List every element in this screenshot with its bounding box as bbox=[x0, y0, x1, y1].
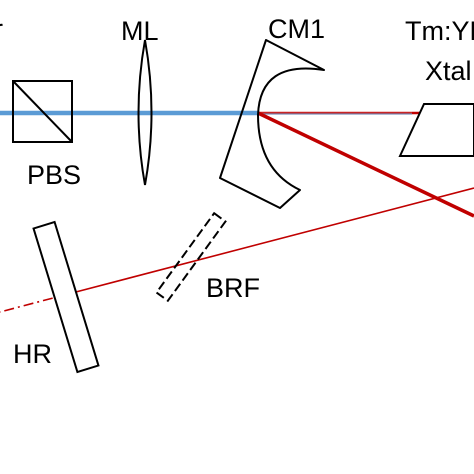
hr-mirror bbox=[32, 220, 100, 374]
cm1-mirror bbox=[219, 39, 325, 209]
hr-label: HR bbox=[13, 339, 52, 369]
brf-label: BRF bbox=[206, 273, 260, 303]
brf-plate bbox=[155, 211, 227, 303]
folded-laser-beam bbox=[257, 111, 474, 218]
output-beam bbox=[0, 292, 73, 313]
ml-label: ML bbox=[121, 16, 159, 46]
pbs-label: PBS bbox=[27, 160, 81, 190]
corner-fragment-label: r bbox=[0, 14, 3, 44]
crystal-label-line2: Xtal bbox=[425, 56, 472, 86]
ml-lens bbox=[137, 39, 153, 186]
lower-laser-beam bbox=[71, 187, 474, 294]
crystal bbox=[398, 103, 474, 157]
cm1-label: CM1 bbox=[268, 14, 325, 44]
crystal-label-line1: Tm:YL bbox=[405, 16, 474, 46]
pbs-diagonal bbox=[12, 80, 73, 143]
pbs-cube bbox=[12, 80, 73, 143]
